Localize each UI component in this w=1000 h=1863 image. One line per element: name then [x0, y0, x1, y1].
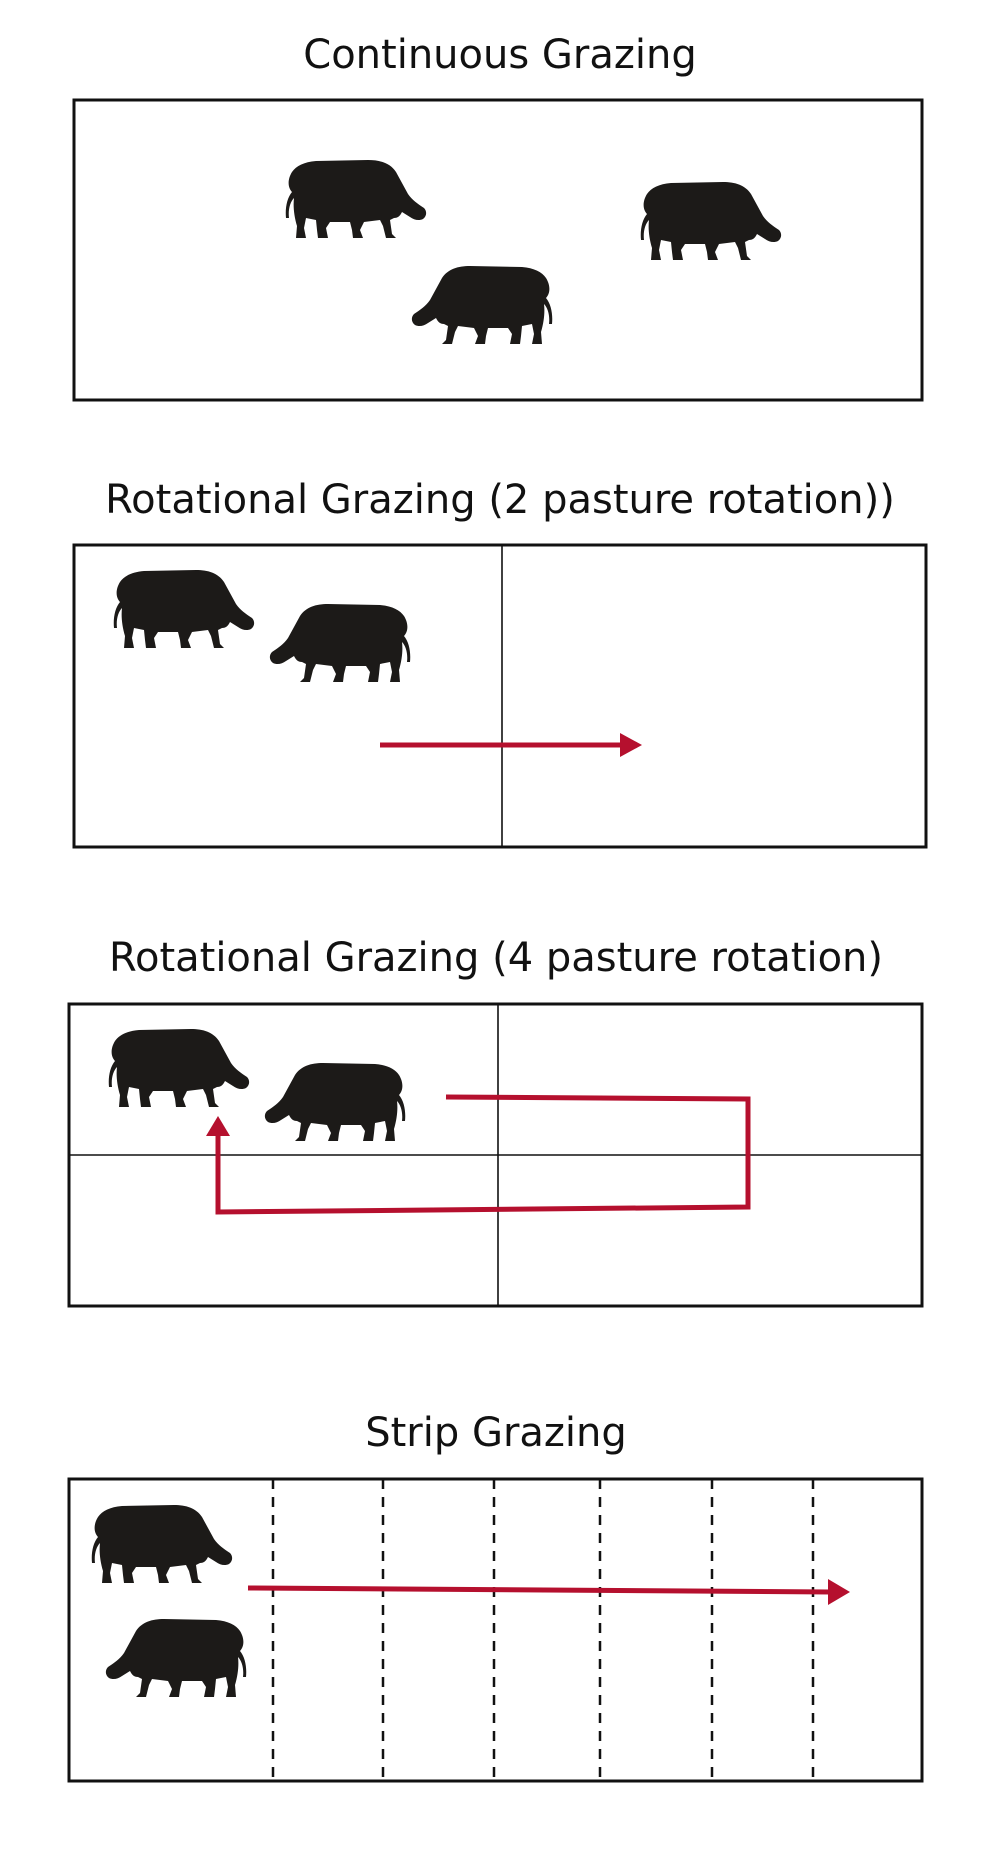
- arrow-icon: [206, 1094, 751, 1215]
- section-title-continuous: Continuous Grazing: [303, 32, 696, 78]
- arrow-icon: [247, 1579, 850, 1605]
- section-title-rotational-2: Rotational Grazing (2 pasture rotation)): [105, 477, 895, 523]
- pasture-continuous: [72, 98, 924, 402]
- section-title-rotational-4: Rotational Grazing (4 pasture rotation): [109, 935, 883, 981]
- section-title-strip: Strip Grazing: [365, 1410, 627, 1456]
- arrow-icon: [380, 733, 642, 757]
